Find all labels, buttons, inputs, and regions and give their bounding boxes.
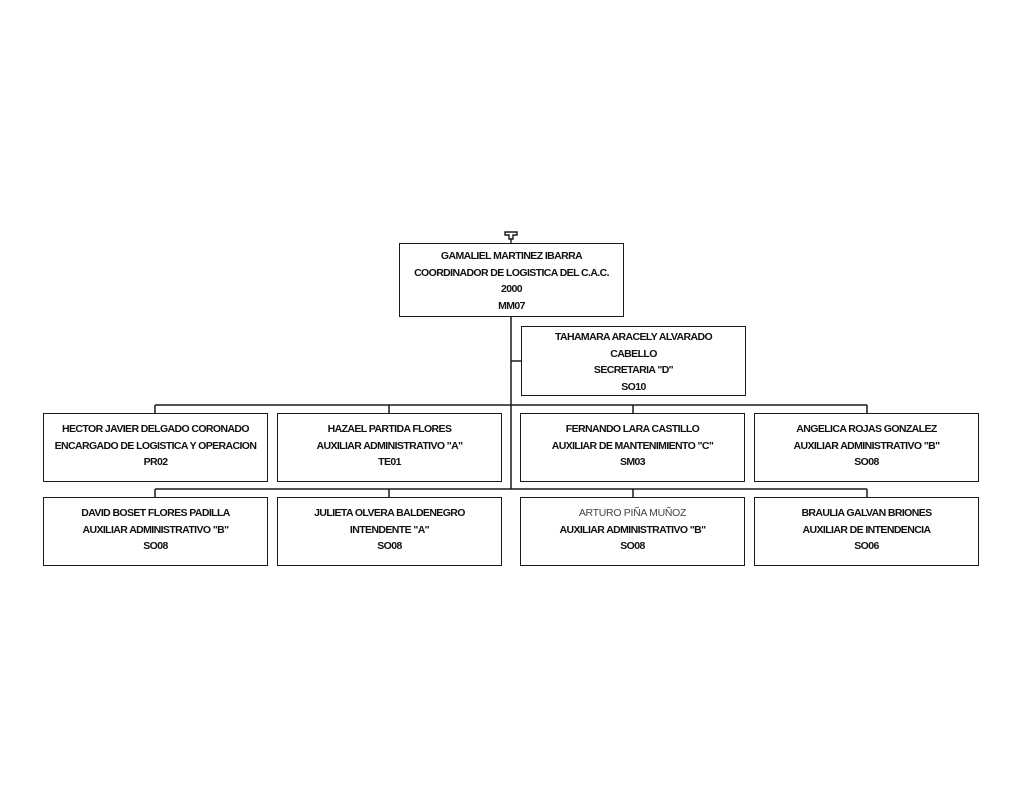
- employee-name: GAMALIEL MARTINEZ IBARRA: [440, 250, 583, 262]
- position-box: FERNANDO LARA CASTILLO AUXILIAR DE MANTE…: [520, 413, 745, 482]
- position-box: BRAULIA GALVAN BRIONES AUXILIAR DE INTEN…: [754, 497, 979, 566]
- position-box: HAZAEL PARTIDA FLORES AUXILIAR ADMINISTR…: [277, 413, 502, 482]
- position-box: ARTURO PIÑA MUÑOZ AUXILIAR ADMINISTRATIV…: [520, 497, 745, 566]
- employee-name-continued: CABELLO: [610, 347, 657, 360]
- position-code: 2000: [501, 283, 523, 295]
- job-title: AUXILIAR DE INTENDENCIA: [802, 523, 932, 536]
- salary-level: SO10: [621, 380, 646, 393]
- salary-level: MM07: [498, 299, 525, 312]
- employee-name: JULIETA OLVERA BALDENEGRO: [314, 507, 465, 519]
- job-title: AUXILIAR ADMINISTRATIVO "B": [559, 523, 706, 536]
- employee-name: HECTOR JAVIER DELGADO CORONADO: [62, 423, 250, 435]
- root-position-box: GAMALIEL MARTINEZ IBARRA COORDINADOR DE …: [399, 243, 624, 317]
- salary-level: SO08: [143, 540, 168, 552]
- position-box: JULIETA OLVERA BALDENEGRO INTENDENTE "A"…: [277, 497, 502, 566]
- employee-name: FERNANDO LARA CASTILLO: [565, 423, 700, 435]
- employee-name: ARTURO PIÑA MUÑOZ: [578, 507, 687, 519]
- position-box: DAVID BOSET FLORES PADILLA AUXILIAR ADMI…: [43, 497, 268, 566]
- position-box: HECTOR JAVIER DELGADO CORONADO ENCARGADO…: [43, 413, 268, 482]
- job-title: AUXILIAR DE MANTENIMIENTO "C": [551, 439, 714, 452]
- employee-name: HAZAEL PARTIDA FLORES: [327, 423, 452, 435]
- salary-level: SO08: [620, 540, 645, 552]
- salary-level: SO06: [854, 540, 879, 552]
- org-chart-connector-icon: [504, 231, 518, 243]
- job-title: AUXILIAR ADMINISTRATIVO "A": [316, 439, 463, 452]
- employee-name: ANGELICA ROJAS GONZALEZ: [796, 423, 937, 435]
- job-title: INTENDENTE "A": [349, 523, 430, 536]
- employee-name: BRAULIA GALVAN BRIONES: [801, 507, 932, 519]
- employee-name: TAHAMARA ARACELY ALVARADO: [554, 331, 713, 343]
- job-title: SECRETARIA "D": [593, 364, 674, 376]
- salary-level: PR02: [143, 456, 168, 468]
- employee-name: DAVID BOSET FLORES PADILLA: [81, 507, 230, 519]
- job-title: ENCARGADO DE LOGISTICA Y OPERACION: [54, 439, 257, 452]
- job-title: AUXILIAR ADMINISTRATIVO "B": [82, 523, 229, 536]
- salary-level: SO08: [854, 456, 879, 468]
- salary-level: TE01: [378, 456, 401, 468]
- salary-level: SM03: [619, 456, 646, 468]
- assistant-position-box: TAHAMARA ARACELY ALVARADO CABELLO SECRET…: [521, 326, 746, 396]
- salary-level: SO08: [377, 540, 402, 552]
- position-box: ANGELICA ROJAS GONZALEZ AUXILIAR ADMINIS…: [754, 413, 979, 482]
- job-title: COORDINADOR DE LOGISTICA DEL C.A.C.: [414, 266, 609, 279]
- job-title: AUXILIAR ADMINISTRATIVO "B": [793, 439, 940, 452]
